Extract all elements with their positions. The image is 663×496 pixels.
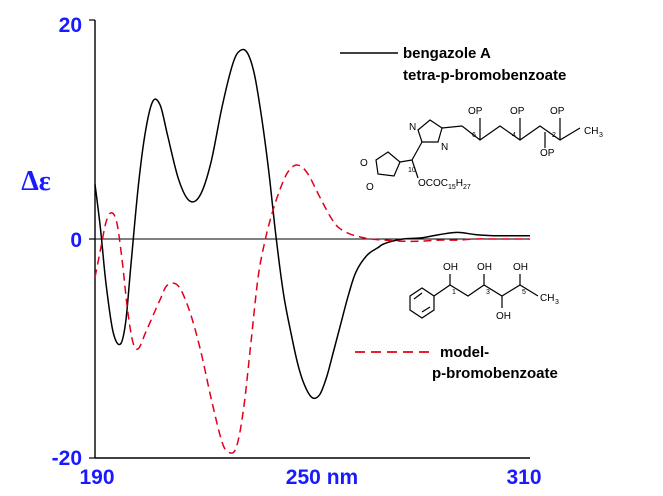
legend-label-bengazole-line2: tetra-p-bromobenzoate	[403, 67, 566, 84]
bengazole-ester-sub15: 15	[448, 184, 456, 191]
legend-label-bengazole-line1: bengazole A	[403, 45, 491, 62]
y-tick-label-zero: 0	[70, 229, 82, 252]
bengazole-locant-6: 6	[472, 132, 476, 139]
y-tick-label-top: 20	[59, 14, 82, 37]
y-tick-label-bottom: -20	[52, 447, 82, 470]
x-unit-label: nm	[327, 466, 359, 489]
model-oh-1: OH	[443, 262, 458, 273]
x-tick-label-mid-value: 250	[286, 466, 321, 489]
bengazole-ch: CH	[584, 126, 598, 137]
bengazole-ring-n-lower: O	[360, 158, 368, 169]
bengazole-ester-h: H	[456, 178, 463, 189]
bengazole-locant-10: 10	[408, 167, 416, 174]
bengazole-locant-4: 4	[512, 132, 516, 139]
x-tick-label-right: 310	[506, 466, 541, 489]
model-locant-3: 3	[486, 289, 490, 296]
model-locant-1: 1	[452, 289, 456, 296]
bengazole-op-2: OP	[550, 106, 565, 117]
bengazole-ester: OCOC15H27	[418, 178, 471, 191]
bengazole-ring-n-upper: N	[441, 142, 448, 153]
bengazole-op-3: OP	[540, 148, 555, 159]
bengazole-structure: OP OP OP OP CH 3 6 4 2 N N 10 O O OCOC15…	[360, 106, 603, 193]
y-axis-label: Δε	[21, 166, 51, 197]
model-ch-sub: 3	[555, 299, 559, 306]
bengazole-op-6: OP	[468, 106, 483, 117]
legend-label-model-line2: p-bromobenzoate	[432, 365, 558, 382]
bengazole-ring-o-lower: O	[366, 182, 374, 193]
model-structure: OH OH OH OH CH 3 1 3 5	[409, 262, 559, 322]
x-tick-label-left: 190	[79, 466, 114, 489]
model-ch: CH	[540, 293, 554, 304]
bengazole-ester-sub27: 27	[463, 184, 471, 191]
bengazole-ester-ococ: OCOC	[418, 178, 448, 189]
model-locant-5: 5	[522, 289, 526, 296]
series-line-model	[94, 164, 530, 454]
model-oh-3: OH	[477, 262, 492, 273]
model-oh-5: OH	[513, 262, 528, 273]
legend-label-model-line1: model-	[440, 344, 489, 361]
model-oh-4: OH	[496, 311, 511, 322]
x-tick-label-mid: 250 nm	[286, 466, 358, 489]
bengazole-ring-o-upper: N	[409, 122, 416, 133]
bengazole-ch-sub: 3	[599, 132, 603, 139]
bengazole-locant-2: 2	[552, 132, 556, 139]
bengazole-op-4: OP	[510, 106, 525, 117]
